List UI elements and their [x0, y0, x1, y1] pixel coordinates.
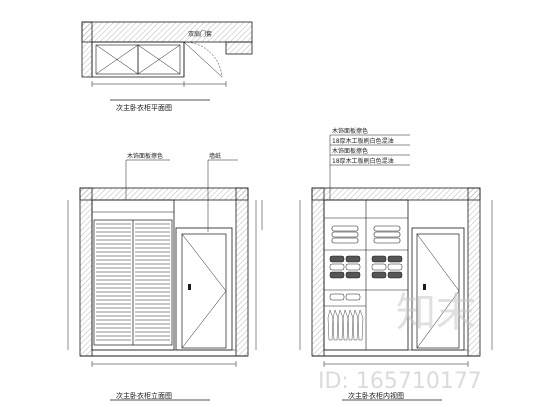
elev-left-title: 次主卧衣柜立面图	[116, 391, 172, 400]
plan-door-swing	[183, 41, 223, 78]
plan-wall-left	[81, 21, 93, 78]
watermark-id: ID: 165710177	[318, 369, 482, 394]
hanging-garment	[357, 309, 364, 341]
plan-view: 双扇门套 次主卧衣柜平面图	[81, 21, 253, 112]
plan-wall-back	[81, 21, 253, 43]
hanging-clothes-icon	[327, 309, 364, 341]
door-handle-icon-right	[423, 284, 426, 290]
elev-left-ceiling	[79, 187, 249, 201]
hanging-garment	[332, 309, 339, 341]
hanging-garment	[327, 309, 334, 341]
elevation-right: 木饰面板擦色 18厚木工板刷白色混油 木饰面板擦色 18厚木工板刷白色混油 次主…	[299, 127, 493, 401]
elev-left-wall-l	[79, 187, 93, 357]
elevation-left: 木饰面板擦色 墙纸 次主卧衣柜立面图	[67, 152, 263, 401]
plan-wall-right	[225, 41, 253, 55]
hanging-garment	[352, 309, 359, 341]
hanging-garment	[342, 309, 349, 341]
elev-right-ceiling	[311, 187, 481, 201]
door-handle-icon	[188, 284, 191, 290]
elev-right-note-4: 18厚木工板刷白色混油	[332, 157, 394, 165]
hanging-garment	[347, 309, 354, 341]
elev-right-note-2: 18厚木工板刷白色混油	[332, 137, 394, 145]
watermark-logo: 知末	[396, 290, 476, 336]
elev-right-title: 次主卧衣柜内视图	[348, 391, 404, 400]
elev-left-note-1: 木饰面板擦色	[127, 152, 163, 160]
elev-right-note-1: 木饰面板擦色	[332, 127, 368, 135]
folded-clothes-icon	[329, 225, 403, 301]
plan-view-title: 次主卧衣柜平面图	[116, 103, 172, 112]
plan-door-label: 双扇门套	[188, 30, 212, 38]
elev-right-wall-l	[311, 187, 325, 357]
elev-right-note-3: 木饰面板擦色	[332, 147, 368, 155]
elev-left-note-2: 墙纸	[209, 152, 221, 160]
hanging-garment	[337, 309, 344, 341]
plan-wardrobe-right	[137, 44, 181, 75]
louver-slats	[96, 223, 170, 341]
elev-left-wall-r	[235, 187, 249, 357]
elev-left-door-frame	[175, 227, 233, 351]
elev-left-door	[181, 233, 227, 349]
